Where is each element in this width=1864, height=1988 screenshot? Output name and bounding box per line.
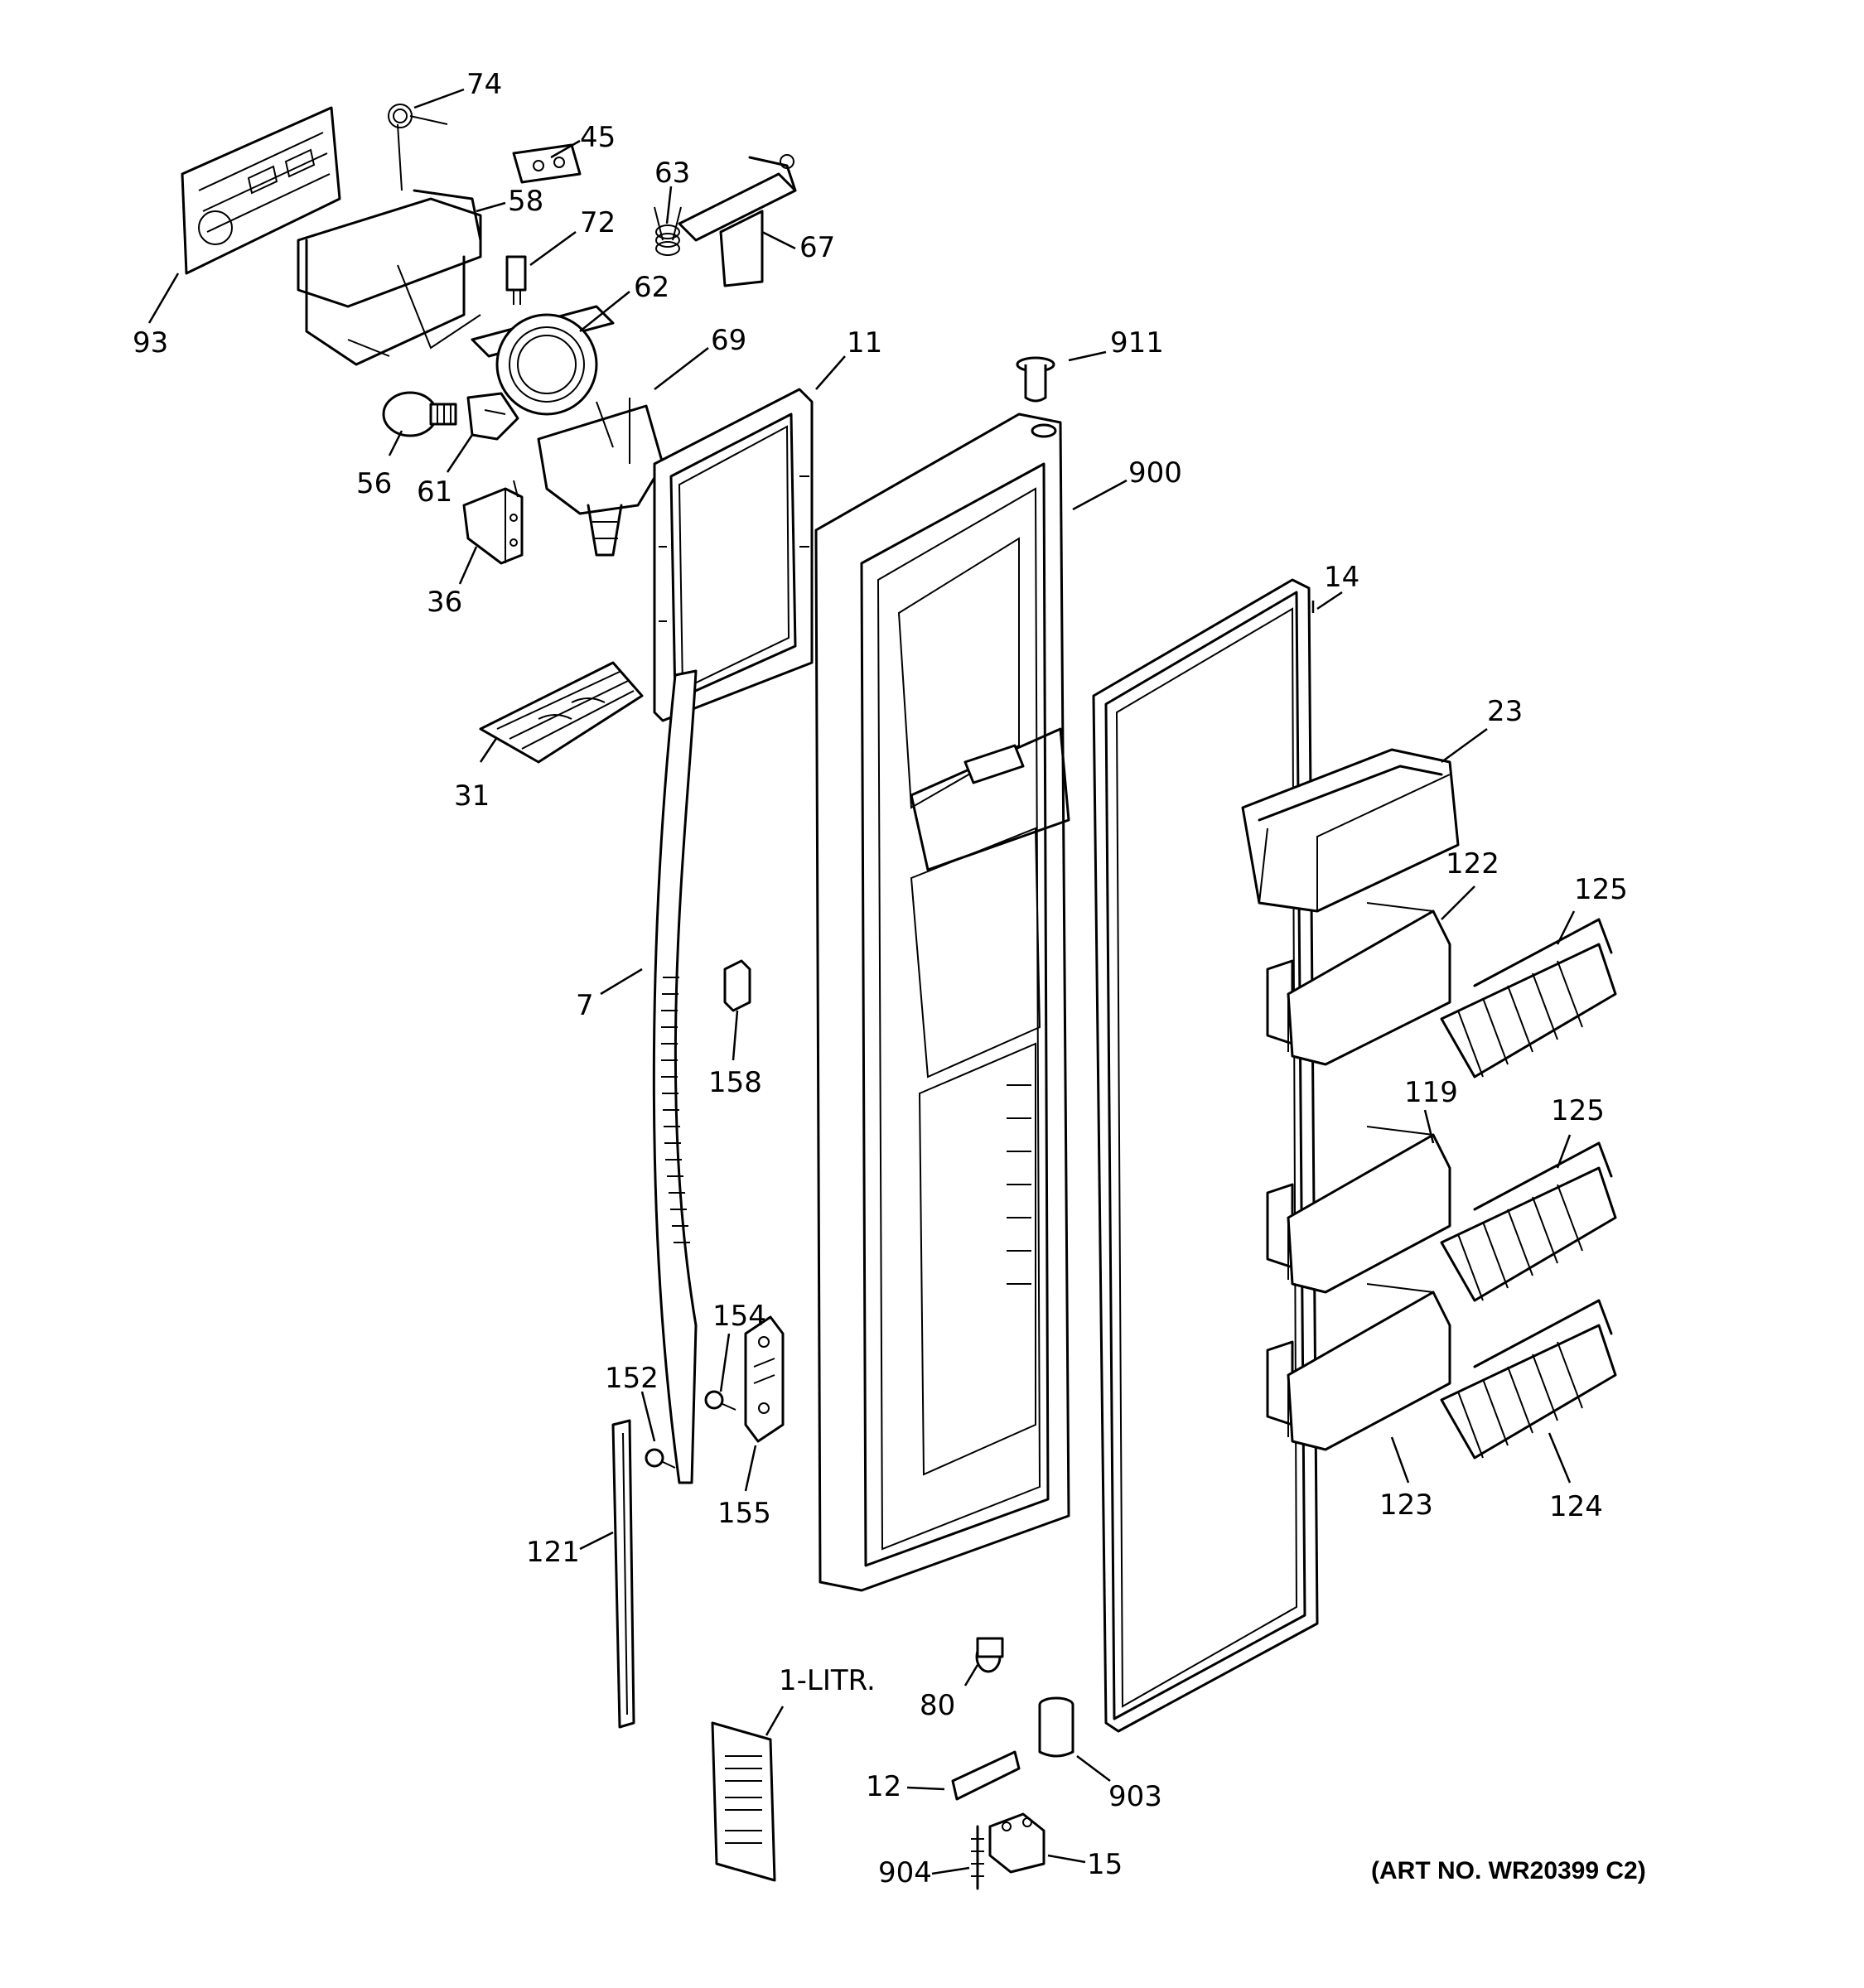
part-155-hinge [744, 1315, 785, 1443]
part-122-shelf [1266, 902, 1451, 1066]
part-152-screw [645, 1448, 676, 1469]
part-63-spring [654, 206, 682, 256]
callout-911: 911 [1110, 326, 1164, 359]
callout-125-upper: 125 [1574, 873, 1628, 906]
part-904-screw [971, 1825, 984, 1890]
part-121-strip [611, 1419, 635, 1729]
callout-labels: 74 45 58 63 72 67 93 62 69 11 911 56 61 … [133, 68, 1646, 1889]
part-31-grille [479, 661, 644, 764]
callout-93: 93 [133, 326, 168, 359]
callout-125-lower: 125 [1551, 1094, 1605, 1127]
part-45-bracket [512, 143, 582, 184]
part-23-bin [1241, 748, 1460, 913]
art-number: (ART NO. WR20399 C2) [1371, 1857, 1646, 1884]
part-119-shelf [1266, 1126, 1451, 1294]
callout-158: 158 [708, 1066, 762, 1099]
callout-67: 67 [799, 231, 835, 264]
callout-7: 7 [576, 989, 594, 1022]
callout-1-litr: 1-LITR. [779, 1664, 876, 1697]
part-12-plate [951, 1750, 1021, 1801]
part-58-housing [297, 189, 482, 366]
callout-36: 36 [427, 586, 462, 619]
part-123-shelf [1266, 1283, 1451, 1451]
callout-124: 124 [1549, 1490, 1603, 1523]
part-900-door [814, 413, 1070, 1592]
callout-63: 63 [654, 157, 690, 190]
callout-23: 23 [1487, 695, 1523, 728]
callout-31: 31 [454, 779, 490, 813]
callout-122: 122 [1446, 847, 1499, 881]
part-15-hinge [988, 1812, 1045, 1874]
part-7-trim [652, 669, 698, 1484]
callout-80: 80 [920, 1689, 955, 1722]
part-11-frame [653, 388, 814, 722]
callout-900: 900 [1128, 456, 1182, 490]
part-158-clip [723, 959, 751, 1012]
callout-903: 903 [1108, 1780, 1162, 1813]
callout-904: 904 [878, 1856, 932, 1889]
callout-74: 74 [466, 68, 502, 101]
callout-123: 123 [1379, 1489, 1433, 1522]
part-903-bushing [1038, 1696, 1074, 1758]
callout-14: 14 [1324, 561, 1359, 594]
callout-61: 61 [417, 475, 452, 509]
callout-121: 121 [526, 1536, 580, 1569]
callout-45: 45 [580, 121, 616, 154]
callout-15: 15 [1087, 1848, 1123, 1881]
part-93-control-board [181, 106, 341, 275]
callout-12: 12 [866, 1770, 901, 1803]
part-154-screw [704, 1390, 736, 1411]
callout-69: 69 [711, 324, 746, 357]
part-72-switch [505, 255, 527, 305]
callout-119: 119 [1404, 1076, 1458, 1109]
part-61-socket [466, 392, 519, 441]
part-124-basket [1440, 1299, 1617, 1460]
callout-154: 154 [712, 1300, 766, 1333]
callout-152: 152 [605, 1362, 659, 1395]
part-125-basket-upper [1440, 918, 1617, 1078]
callout-62: 62 [634, 271, 669, 304]
callout-72: 72 [580, 206, 616, 239]
part-69-chute [537, 398, 664, 557]
part-67-actuator [678, 154, 797, 287]
part-56-lamp [382, 391, 457, 437]
part-74-spring [388, 104, 448, 191]
part-36-bracket [462, 480, 524, 565]
leader-lines [147, 88, 1576, 1875]
callout-58: 58 [508, 185, 543, 218]
callout-11: 11 [847, 326, 882, 359]
part-14-gasket [1092, 578, 1319, 1733]
callout-56: 56 [356, 467, 392, 500]
callout-155: 155 [717, 1497, 771, 1530]
part-1-litr-label [711, 1721, 776, 1882]
part-80-plug [975, 1637, 1004, 1673]
part-62-ring [471, 305, 615, 416]
part-911-cap [1016, 356, 1055, 403]
part-125-basket-lower [1440, 1141, 1617, 1302]
